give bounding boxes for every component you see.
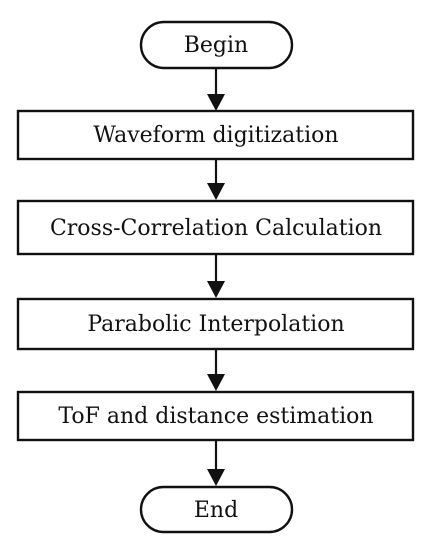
process-label-waveform-digitization: Waveform digitization <box>93 123 338 148</box>
process-label-cross-correlation: Cross-Correlation Calculation <box>50 216 382 241</box>
process-waveform-digitization: Waveform digitization <box>16 109 415 161</box>
connector-step2-step3 <box>207 255 225 298</box>
begin-terminal: Begin <box>139 20 294 70</box>
end-label: End <box>194 498 238 523</box>
process-label-tof-distance-estimation: ToF and distance estimation <box>58 404 373 429</box>
process-label-parabolic-interpolation: Parabolic Interpolation <box>87 312 344 337</box>
connector-step3-step4 <box>207 350 225 391</box>
end-terminal: End <box>139 485 294 534</box>
connector-begin-step1 <box>207 69 225 111</box>
connector-step1-step2 <box>207 160 225 200</box>
begin-label: Begin <box>184 33 248 58</box>
process-cross-correlation: Cross-Correlation Calculation <box>16 199 415 256</box>
connector-step4-end <box>207 441 225 486</box>
process-parabolic-interpolation: Parabolic Interpolation <box>16 297 415 351</box>
process-tof-distance-estimation: ToF and distance estimation <box>16 390 415 442</box>
